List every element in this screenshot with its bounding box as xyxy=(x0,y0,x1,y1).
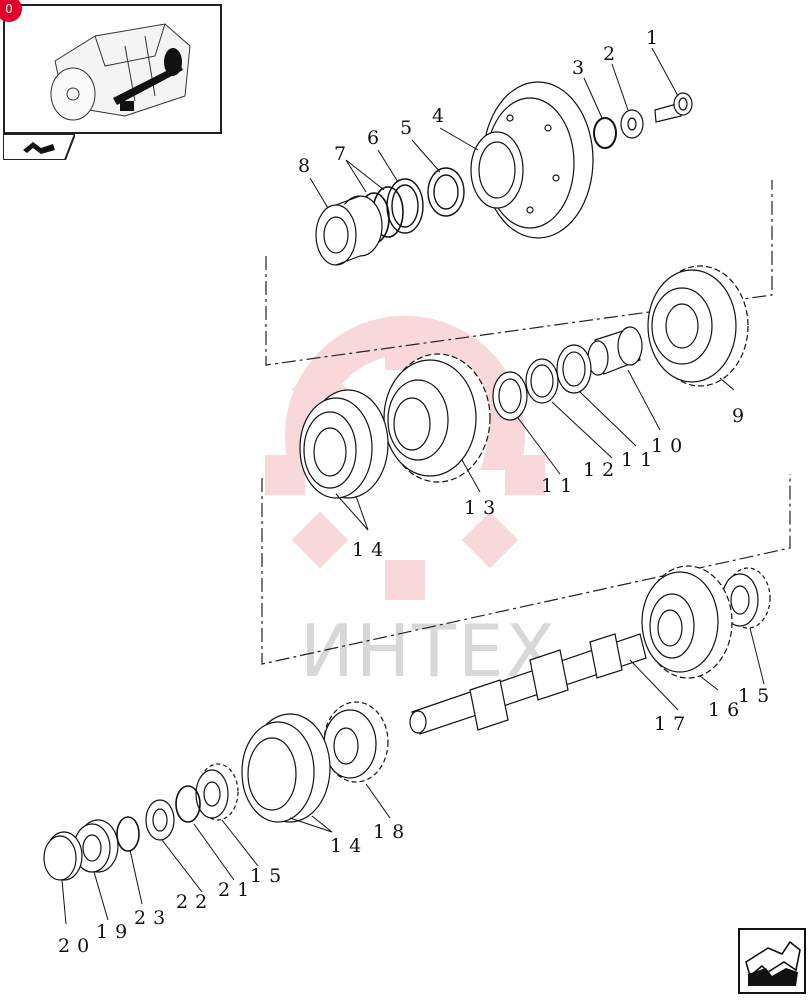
label-7: 7 xyxy=(334,143,353,165)
label-20: 20 xyxy=(58,935,96,957)
label-22: 22 xyxy=(176,891,214,913)
label-2: 2 xyxy=(603,43,622,65)
badge: 0 xyxy=(0,0,22,22)
label-17: 17 xyxy=(654,713,692,735)
overview-thumbnail[interactable]: 0 xyxy=(0,0,222,134)
label-23: 23 xyxy=(134,907,172,929)
part-labels: 1 2 3 4 5 6 7 8 9 10 11 11 12 13 14 15 1… xyxy=(58,27,776,957)
label-4: 4 xyxy=(432,105,451,127)
part-21-snap-ring xyxy=(175,785,201,823)
part-16-gear xyxy=(641,565,733,679)
part-6-ring xyxy=(386,178,424,234)
label-6: 6 xyxy=(367,127,386,149)
part-19-bearing xyxy=(73,819,119,873)
part-9-gear xyxy=(647,265,749,387)
part-13-gear xyxy=(383,353,491,483)
part-3-oring xyxy=(593,117,617,149)
back-tab[interactable] xyxy=(3,134,75,160)
next-page-button[interactable] xyxy=(738,928,806,994)
part-5-seal xyxy=(427,167,465,217)
part-14-synchronizer-upper xyxy=(299,389,389,499)
label-13: 13 xyxy=(464,497,502,519)
back-arrow-icon xyxy=(23,142,55,154)
part-11-needle-bearing xyxy=(492,344,592,421)
label-10: 10 xyxy=(651,435,689,457)
transmission-overview-icon xyxy=(50,23,191,121)
label-11b: 11 xyxy=(541,475,579,497)
label-18: 18 xyxy=(373,821,411,843)
part-15-hub-lower xyxy=(195,763,239,821)
next-page-arrow-icon xyxy=(745,940,801,986)
part-4-cover xyxy=(470,81,594,239)
part-17-mainshaft xyxy=(409,633,647,735)
leader-lines xyxy=(61,47,765,925)
label-15-upper: 15 xyxy=(738,685,776,707)
part-1-bolt xyxy=(654,92,693,123)
part-10-sleeve xyxy=(587,326,643,376)
label-14-upper: 14 xyxy=(352,539,390,561)
label-12: 12 xyxy=(583,459,621,481)
label-14-lower: 14 xyxy=(330,835,368,857)
part-23-ring xyxy=(116,816,140,852)
part-14-synchronizer-lower xyxy=(241,713,331,823)
label-5: 5 xyxy=(400,117,419,139)
label-11a: 11 xyxy=(621,449,659,471)
label-21: 21 xyxy=(218,879,256,901)
part-18-gear xyxy=(323,701,389,783)
label-16: 16 xyxy=(708,699,746,721)
assembly-outline xyxy=(261,180,791,665)
label-1: 1 xyxy=(646,27,665,49)
label-8: 8 xyxy=(298,155,317,177)
label-9: 9 xyxy=(732,405,751,427)
label-19: 19 xyxy=(96,921,134,943)
part-20-cap xyxy=(43,831,83,881)
label-15-lower: 15 xyxy=(250,865,288,887)
part-8-bearing xyxy=(315,195,383,270)
part-12-spacer xyxy=(525,358,559,404)
part-2-washer xyxy=(620,109,644,139)
part-22-needle-bearing xyxy=(145,799,175,841)
label-3: 3 xyxy=(572,57,591,79)
